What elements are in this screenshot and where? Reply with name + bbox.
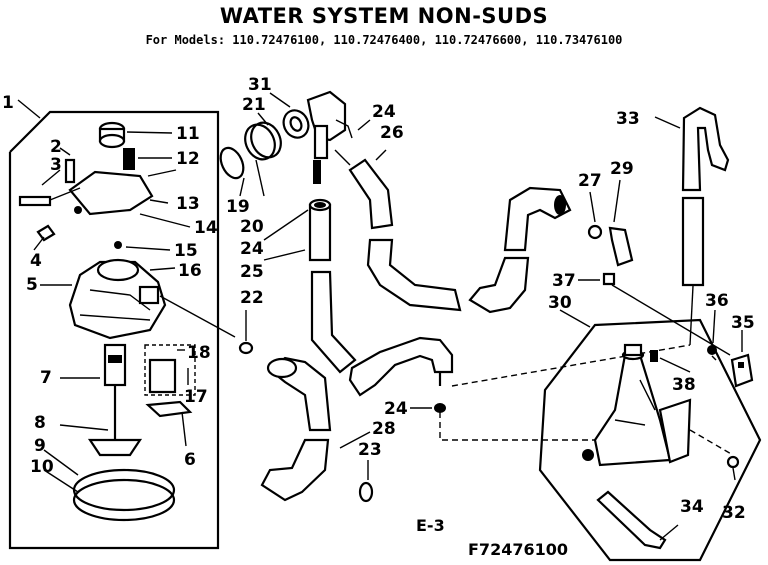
callout-8: 8 <box>34 413 46 433</box>
seal-part <box>114 241 171 251</box>
figure-code: F72476100 <box>468 540 568 559</box>
hose-28 <box>260 356 371 502</box>
callout-29: 29 <box>610 159 634 179</box>
bracket-part <box>68 169 191 228</box>
callout-12: 12 <box>176 149 200 169</box>
clamp-23 <box>358 460 374 503</box>
bracket-35 <box>730 330 754 388</box>
callout-18: 18 <box>187 343 211 363</box>
washer-24 <box>410 403 600 441</box>
callout-19: 19 <box>226 197 250 217</box>
callout-numbers: 1 2 3 4 5 6 7 8 9 10 11 12 13 14 15 16 1… <box>2 75 755 523</box>
tub-assembly-panel <box>538 309 762 562</box>
clamp-part <box>43 449 176 522</box>
callout-21: 21 <box>242 95 266 115</box>
section-label: E-3 <box>416 516 445 535</box>
callout-38: 38 <box>672 375 696 395</box>
tub-cone-part <box>582 343 692 467</box>
callout-5: 5 <box>26 275 38 295</box>
callout-11: 11 <box>176 124 200 144</box>
callout-7: 7 <box>40 368 52 388</box>
callout-22: 22 <box>240 288 264 308</box>
callout-4: 4 <box>30 251 42 271</box>
hose-26 <box>348 119 462 312</box>
callout-14: 14 <box>194 218 218 238</box>
model-list: For Models: 110.72476100, 110.72476400, … <box>145 33 623 47</box>
pulley-part <box>98 121 173 149</box>
fitting-37 <box>578 272 731 356</box>
diagram-title: WATER SYSTEM NON-SUDS <box>219 4 549 28</box>
callout-20: 20 <box>240 217 264 237</box>
impeller-part <box>59 385 143 457</box>
connector-22 <box>238 310 254 355</box>
callout-28: 28 <box>372 419 396 439</box>
spring-part <box>123 148 172 170</box>
callout-34: 34 <box>680 497 704 517</box>
callout-10: 10 <box>30 457 54 477</box>
valve-part <box>60 343 127 387</box>
callout-25: 25 <box>240 262 264 282</box>
callout-9: 9 <box>34 436 46 456</box>
pipe-33 <box>654 106 730 346</box>
screw-part <box>18 147 81 207</box>
callout-32: 32 <box>722 503 746 523</box>
callout-24a: 24 <box>372 102 396 122</box>
callout-2: 2 <box>50 137 62 157</box>
callout-23: 23 <box>358 440 382 460</box>
tube-25 <box>263 160 332 262</box>
callout-31: 31 <box>248 75 272 95</box>
callout-1: 1 <box>2 93 14 113</box>
callout-35: 35 <box>731 313 755 333</box>
callout-27: 27 <box>578 171 602 191</box>
clip-part <box>33 224 56 251</box>
callout-17: 17 <box>184 387 208 407</box>
callout-15: 15 <box>174 241 198 261</box>
pump-assembly-panel <box>8 99 220 550</box>
pump-housing-part <box>40 258 236 340</box>
callout-33: 33 <box>616 109 640 129</box>
callout-13: 13 <box>176 194 200 214</box>
ring-parts <box>219 92 310 197</box>
callout-6: 6 <box>184 450 196 470</box>
callout-26: 26 <box>380 123 404 143</box>
callout-37: 37 <box>552 271 576 291</box>
screw-32 <box>689 429 740 481</box>
callout-3: 3 <box>50 155 62 175</box>
callout-24c: 24 <box>384 399 408 419</box>
callout-24b: 24 <box>240 239 264 259</box>
screw-36 <box>707 309 717 361</box>
hose-27 <box>468 179 634 314</box>
mount-bracket-part <box>144 344 196 447</box>
top-elbow-fitting <box>306 90 353 166</box>
bar-34 <box>596 490 679 550</box>
callout-30: 30 <box>548 293 572 313</box>
callout-36: 36 <box>705 291 729 311</box>
callout-16: 16 <box>178 261 202 281</box>
